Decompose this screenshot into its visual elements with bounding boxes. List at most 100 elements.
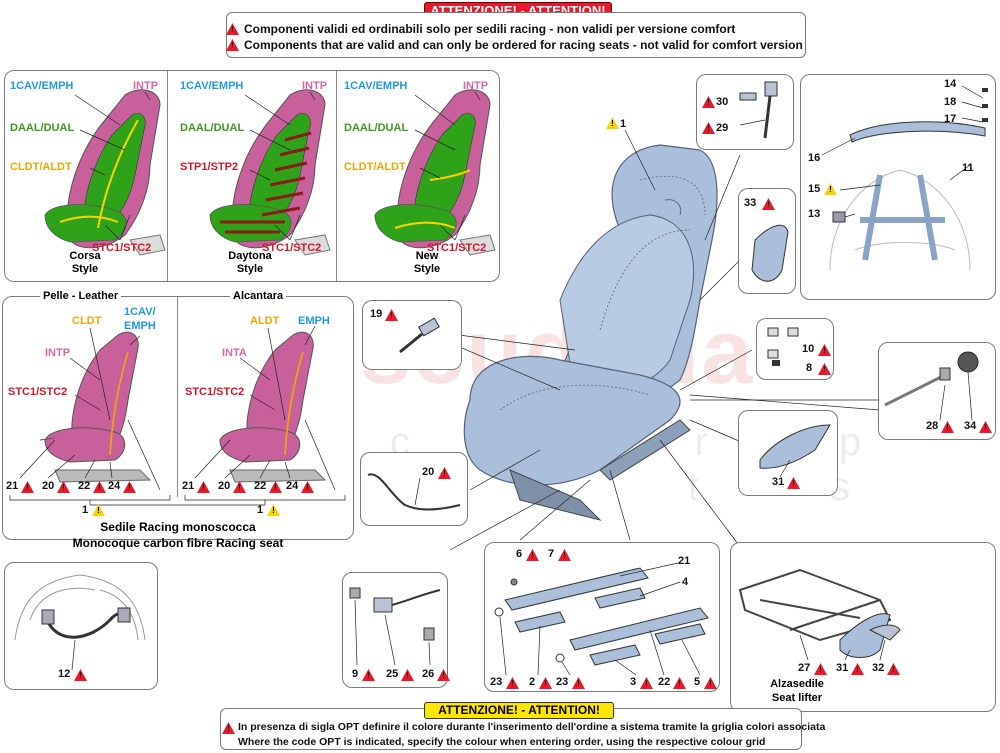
callout-1[interactable]: 1 [82,504,89,516]
label-daal: DAAL/DUAL [344,122,409,134]
callout-33[interactable]: 33 [744,197,757,209]
callout-23[interactable]: 23 [556,676,569,688]
callout-22[interactable]: 22 [78,480,91,492]
callout-21[interactable]: 21 [6,480,19,492]
label-intp: INTP [133,80,159,92]
callout-24[interactable]: 24 [286,480,299,492]
callout-30[interactable]: 30 [716,96,729,108]
callout-31[interactable]: 31 [836,662,849,674]
caption-italian: Sedile Racing monoscocca [100,520,256,534]
callout-32[interactable]: 32 [872,662,885,674]
label-inta: INTA [222,347,247,359]
label-intp: INTP [45,347,71,359]
callout-11[interactable]: 11 [962,162,974,174]
label-cav: 1CAV/ [124,306,156,318]
callout-22[interactable]: 22 [658,676,671,688]
label-cav: 1CAV/EMPH [180,80,244,92]
callout-5[interactable]: 5 [694,676,701,688]
label-emph: EMPH [124,320,156,332]
callout-17[interactable]: 17 [944,113,957,125]
callout-23[interactable]: 23 [490,676,503,688]
callout-28[interactable]: 28 [926,420,939,432]
style-name: Corsa [69,250,101,262]
buckle-panel [696,74,794,150]
callout-24[interactable]: 24 [108,480,121,492]
callout-27[interactable]: 27 [798,662,811,674]
callout-26[interactable]: 26 [422,668,435,680]
label-emph: EMPH [298,315,330,327]
callout-13[interactable]: 13 [808,208,821,220]
label-stc: STC1/STC2 [92,242,152,254]
callout-20[interactable]: 20 [218,480,231,492]
callout-29[interactable]: 29 [716,122,729,134]
callout-9[interactable]: 9 [352,668,359,680]
label-cldt: CLDT/ALDT [344,161,406,173]
callout-1[interactable]: 1 [620,118,627,130]
bottom-notice-english: Where the code OPT is indicated, specify… [238,736,766,748]
leather-seat-drawing [39,331,152,483]
callout-4[interactable]: 4 [682,576,689,588]
callout-6[interactable]: 6 [516,548,523,560]
label-stp: STP1/STP2 [180,161,239,173]
label-intp: INTP [463,80,489,92]
label-stc: STC1/STC2 [262,242,322,254]
alcantara-title: Alcantara [230,290,287,302]
divider [177,297,178,497]
label-daal: DAAL/DUAL [10,122,75,134]
callout-10[interactable]: 10 [802,343,815,355]
callout-31[interactable]: 31 [772,476,785,488]
buckle-19-panel [362,300,462,370]
callout-20[interactable]: 20 [42,480,55,492]
divider [167,71,168,281]
callout-18[interactable]: 18 [944,96,957,108]
caption-english: Monocoque carbon fibre Racing seat [72,536,284,550]
corsa-seat-drawing [44,89,166,256]
callout-21[interactable]: 21 [678,555,691,567]
callout-1[interactable]: 1 [257,504,264,516]
callout-25[interactable]: 25 [386,668,399,680]
leather-title: Pelle - Leather [40,290,122,302]
callout-14[interactable]: 14 [944,78,957,90]
callout-3[interactable]: 3 [630,676,637,688]
top-notice-box [226,12,806,58]
style-name: Daytona [228,250,272,262]
callout-19[interactable]: 19 [370,308,383,320]
style-name: New [415,250,439,262]
top-notice-english: Components that are valid and can only b… [244,38,803,52]
callout-15[interactable]: 15 [808,183,821,195]
label-intp: INTP [302,80,328,92]
frame-20-panel [360,452,468,526]
callout-16[interactable]: 16 [808,152,821,164]
callout-12[interactable]: 12 [58,668,71,680]
callout-2[interactable]: 2 [529,676,536,688]
callout-34[interactable]: 34 [964,420,977,432]
callout-22[interactable]: 22 [254,480,267,492]
label-cav: 1CAV/EMPH [344,80,408,92]
daytona-seat-drawing [209,89,331,256]
callout-21[interactable]: 21 [182,480,195,492]
new-style-caption: New Style [397,250,457,276]
daytona-style-caption: Daytona Style [220,250,280,276]
top-notice-italian: Componenti validi ed ordinabili solo per… [244,22,736,36]
callout-8[interactable]: 8 [806,362,813,374]
callout-7[interactable]: 7 [548,548,555,560]
callout-20[interactable]: 20 [422,466,435,478]
seat-lifter-english: Seat lifter [771,692,823,704]
style-word: Style [71,263,99,275]
style-word: Style [236,263,264,275]
